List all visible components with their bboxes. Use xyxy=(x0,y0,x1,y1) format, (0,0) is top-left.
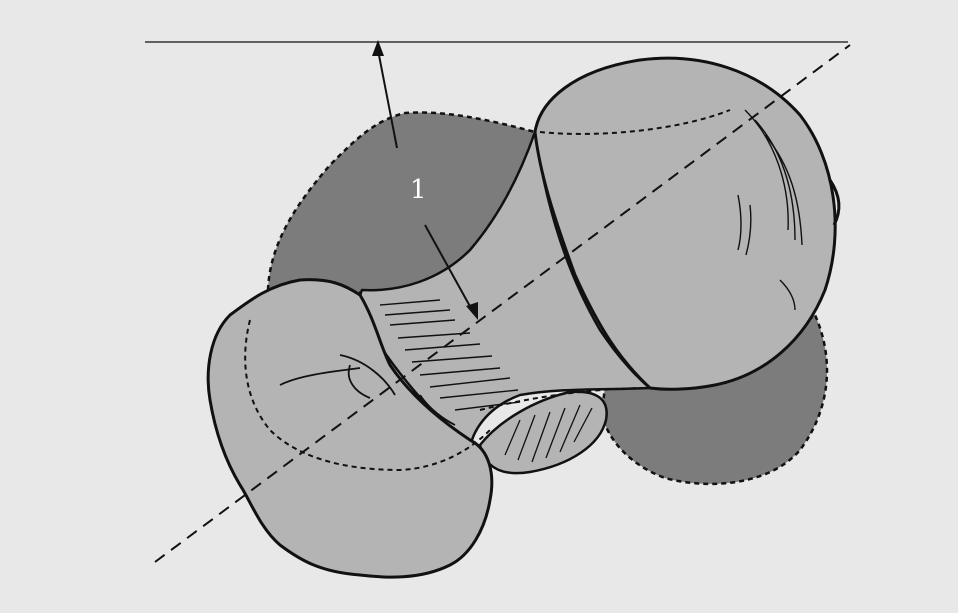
callout-label: 1 xyxy=(410,175,427,205)
